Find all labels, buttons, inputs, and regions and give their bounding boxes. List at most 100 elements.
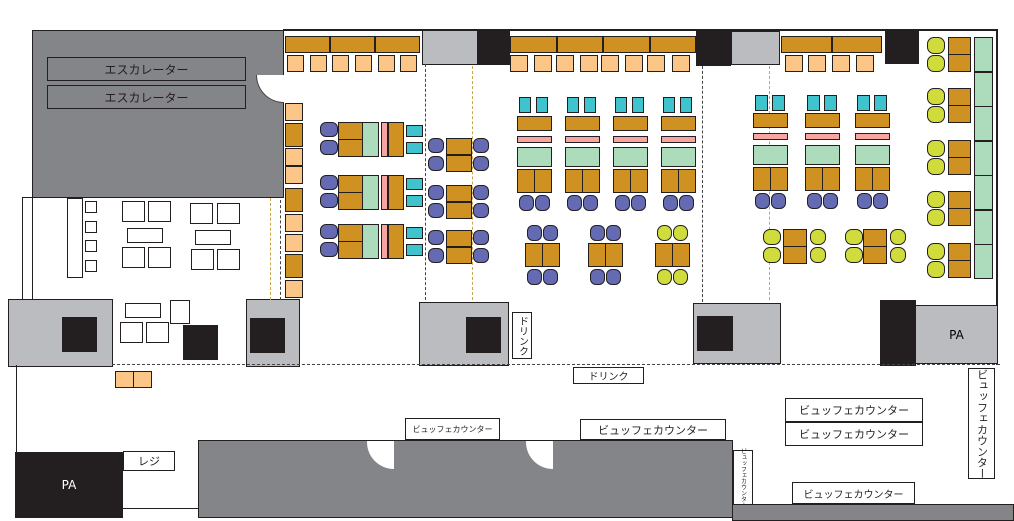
planter — [613, 147, 648, 167]
sofa — [148, 247, 171, 268]
table — [330, 36, 375, 53]
buffet-counter: ビュッフェカウンター — [733, 448, 753, 508]
counter — [67, 198, 83, 278]
buffet-counter: ビュッフェカウンター — [968, 368, 995, 479]
chair — [763, 229, 781, 245]
divider — [613, 136, 648, 143]
chair — [406, 227, 423, 239]
table — [948, 260, 971, 278]
chair — [810, 229, 826, 245]
pillar-core — [880, 300, 916, 366]
chair — [320, 122, 338, 137]
table — [388, 122, 404, 157]
divider — [753, 133, 788, 140]
stool — [601, 55, 619, 72]
escalator-label: エスカレーター — [47, 85, 246, 109]
planter — [362, 224, 379, 259]
right-wall — [996, 29, 998, 365]
chair — [845, 247, 863, 263]
table — [375, 36, 420, 53]
stool — [285, 234, 303, 252]
pillar — [731, 31, 780, 65]
chair — [679, 195, 694, 211]
chair — [663, 97, 675, 113]
chair — [567, 97, 579, 113]
chair — [320, 140, 338, 155]
pillar-core — [466, 317, 501, 353]
table — [630, 169, 648, 193]
chair — [857, 193, 872, 209]
chair — [927, 243, 945, 260]
stool — [285, 214, 303, 232]
chair — [927, 55, 945, 72]
chair — [473, 203, 489, 218]
chair — [428, 248, 444, 263]
table — [948, 37, 971, 55]
table — [948, 105, 971, 123]
stool — [133, 371, 152, 388]
pillar-core — [183, 325, 218, 360]
divider — [381, 175, 388, 210]
stool — [785, 55, 803, 72]
chair — [584, 97, 596, 113]
chair — [406, 125, 423, 137]
chair — [615, 97, 627, 113]
stool — [287, 55, 304, 72]
guide-line — [472, 66, 473, 300]
chair — [473, 230, 489, 245]
stool — [580, 55, 598, 72]
chair — [320, 224, 338, 239]
chair — [673, 269, 688, 285]
stool — [285, 103, 303, 121]
planter — [974, 244, 993, 279]
chair — [857, 95, 870, 111]
sofa — [217, 249, 240, 270]
stool — [310, 55, 327, 72]
table — [783, 246, 807, 264]
table — [678, 169, 696, 193]
planter — [805, 145, 840, 165]
chair — [927, 106, 945, 123]
top-wall — [283, 29, 998, 31]
table — [605, 243, 623, 267]
sofa — [217, 203, 240, 224]
divider — [381, 122, 388, 157]
pa-label: PA — [949, 327, 964, 342]
drink-station: ドリンク — [573, 367, 644, 384]
table — [672, 243, 690, 267]
pa-label: PA — [61, 478, 77, 492]
table — [855, 113, 890, 128]
table — [285, 123, 303, 147]
table — [388, 224, 404, 259]
table — [603, 36, 650, 53]
chair — [519, 97, 531, 113]
planter — [974, 37, 993, 72]
table — [388, 175, 404, 210]
planter — [753, 145, 788, 165]
table — [525, 243, 543, 267]
chair — [473, 156, 489, 171]
stool — [115, 371, 134, 388]
planter — [974, 140, 993, 176]
sofa — [85, 260, 97, 272]
sofa — [125, 303, 161, 318]
sofa — [146, 322, 169, 343]
wall-line — [123, 508, 199, 509]
stool — [534, 55, 552, 72]
planter — [362, 122, 379, 157]
table — [831, 36, 882, 53]
table — [517, 116, 552, 131]
planter — [974, 175, 993, 210]
chair — [519, 195, 534, 211]
table — [948, 191, 971, 209]
table — [556, 36, 603, 53]
sofa — [127, 228, 163, 243]
chair — [673, 225, 688, 241]
chair — [406, 142, 423, 154]
buffet-counter: ビュッフェカウンター — [405, 418, 500, 440]
buffet-counter: ビュッフェカウンター — [785, 422, 923, 446]
chair — [590, 269, 605, 285]
table — [338, 192, 363, 210]
chair — [406, 178, 423, 190]
table — [588, 243, 606, 267]
